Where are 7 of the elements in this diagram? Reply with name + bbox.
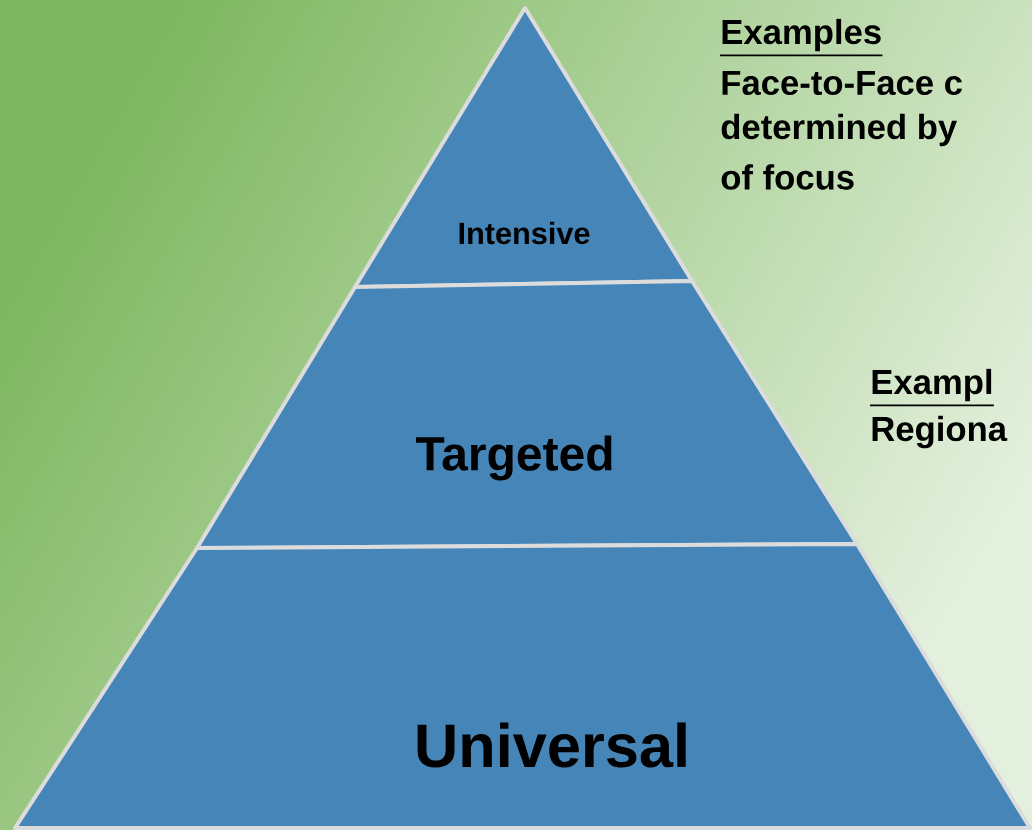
example-text: of focus: [721, 164, 854, 190]
example-text: Regiona: [872, 415, 1008, 449]
pyramid-band: Targeted: [195, 279, 859, 550]
pyramid-band: Intensive: [353, 6, 694, 289]
example-text: Examples: [719, 18, 884, 57]
pyramid-band: Universal: [13, 542, 1032, 830]
example-text: Exampl: [869, 368, 995, 407]
